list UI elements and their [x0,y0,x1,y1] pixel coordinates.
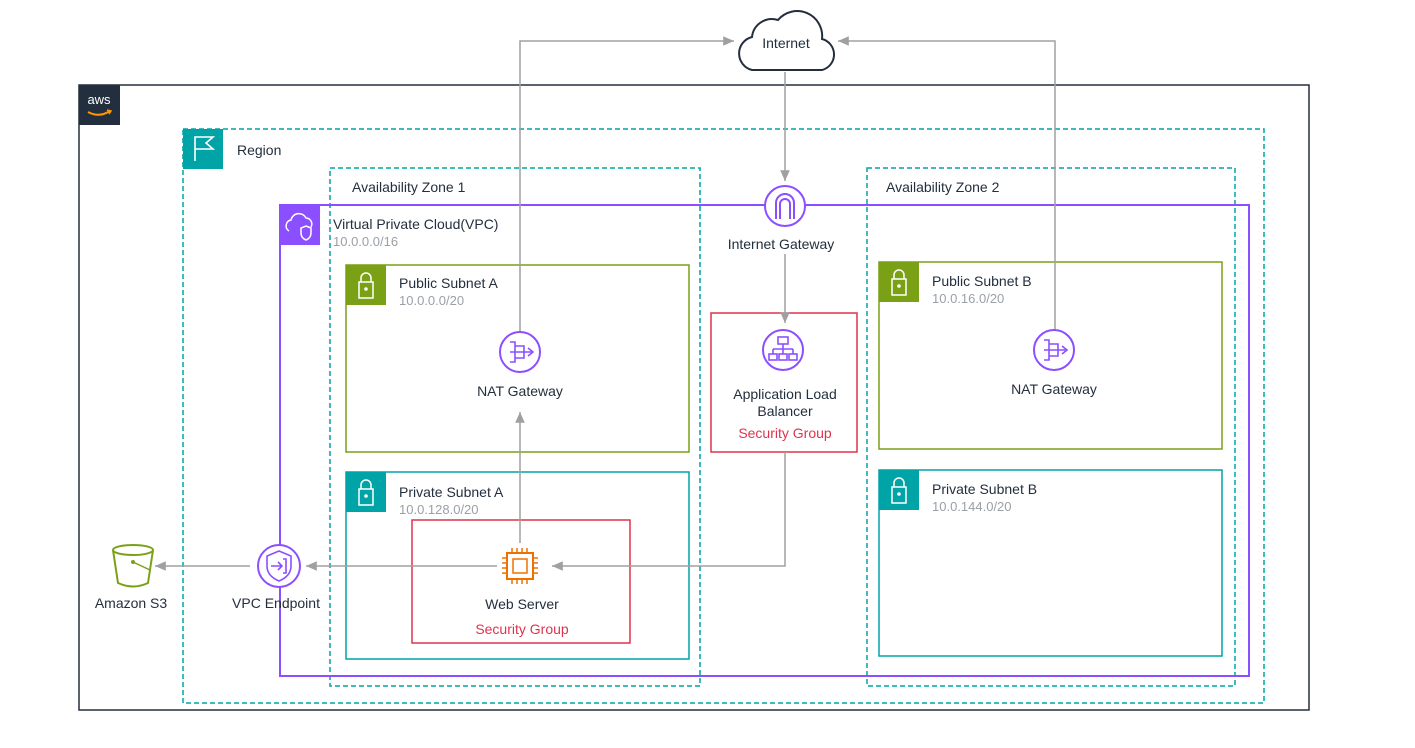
private-subnet-b-cidr: 10.0.144.0/20 [932,499,1012,514]
web-server-security-group-label: Security Group [475,621,569,637]
connections [155,36,1056,571]
az1-label: Availability Zone 1 [352,179,466,195]
flag-icon [183,129,223,169]
public-subnet-a-label: Public Subnet A [399,275,499,291]
internet-gateway-label: Internet Gateway [728,236,835,252]
cloud-icon [738,10,835,71]
nat-gateway-icon [499,331,541,373]
region-label: Region [237,142,281,158]
web-server-security-group [411,519,631,644]
private-subnet-a-label: Private Subnet A [399,484,504,500]
internet-gateway-node: Internet Gateway [728,185,835,252]
lock-icon [346,265,386,305]
availability-zone-2: Availability Zone 2 [866,167,1236,687]
aws-cloud-group: aws [78,84,1310,711]
aws-logo: aws [79,85,120,125]
alb-node: Application Load Balancer Security Group [733,329,837,441]
nat-gateway-b-label: NAT Gateway [1011,381,1097,397]
internet-node: Internet [738,10,835,71]
public-subnet-b-label: Public Subnet B [932,273,1032,289]
az2-label: Availability Zone 2 [886,179,1000,195]
private-subnet-b-label: Private Subnet B [932,481,1037,497]
vpc-endpoint-node: VPC Endpoint [232,544,320,611]
svg-text:aws: aws [87,92,111,107]
s3-bucket-icon [112,544,154,588]
ec2-chip-icon [502,548,538,584]
public-subnet-a-cidr: 10.0.0.0/20 [399,293,464,308]
public-subnet-b-cidr: 10.0.16.0/20 [932,291,1004,306]
s3-node: Amazon S3 [95,544,168,611]
nat-gateway-b-node: NAT Gateway [1011,329,1097,397]
web-server-node: Web Server Security Group [475,548,569,637]
nat-gateway-icon [1033,329,1075,371]
internet-gateway-icon [764,185,806,227]
arrow-alb-to-web-server [552,452,786,571]
arrow-nat-a-to-internet [519,36,734,332]
availability-zone-1: Availability Zone 1 [329,167,701,687]
s3-label: Amazon S3 [95,595,168,611]
alb-security-group-label: Security Group [738,425,832,441]
private-subnet-a-cidr: 10.0.128.0/20 [399,502,479,517]
private-subnet-b: Private Subnet B 10.0.144.0/20 [878,469,1223,657]
nat-gateway-a-node: NAT Gateway [477,331,563,399]
lock-icon [879,470,919,510]
vpc-label: Virtual Private Cloud(VPC) [333,216,498,232]
load-balancer-icon [762,329,804,371]
region-group: Region [182,128,1265,704]
vpc-icon [280,205,320,245]
lock-icon [346,472,386,512]
internet-label: Internet [762,35,810,51]
alb-label-line1: Application Load [733,386,837,402]
web-server-label: Web Server [485,596,559,612]
vpc-endpoint-icon [257,544,301,588]
arrow-nat-b-to-internet [838,36,1056,332]
vpc-cidr: 10.0.0.0/16 [333,234,398,249]
alb-label-line2: Balancer [757,403,813,419]
vpc-endpoint-label: VPC Endpoint [232,595,320,611]
lock-icon [879,262,919,302]
nat-gateway-a-label: NAT Gateway [477,383,563,399]
